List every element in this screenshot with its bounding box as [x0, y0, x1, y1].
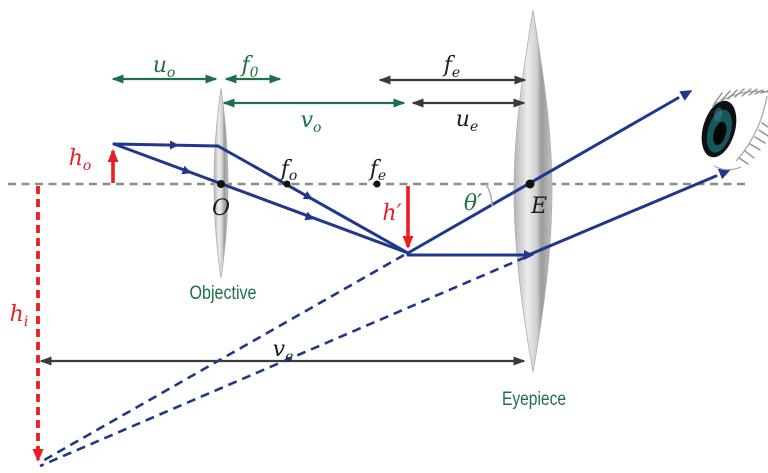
virtual-ray-through-eyepiece	[39, 255, 527, 468]
ray-through-O	[112, 142, 410, 255]
label-O: O	[212, 196, 230, 221]
label-h-prime: h′	[382, 201, 401, 226]
label-ve: ve	[273, 337, 294, 365]
ray-group	[112, 90, 732, 260]
label-vo: vo	[301, 108, 322, 136]
ray-arrowhead	[304, 211, 315, 221]
label-objective: Objective	[190, 283, 257, 304]
ray-arrowhead	[717, 168, 732, 180]
label-ue: ue	[456, 107, 478, 135]
eye-icon	[701, 88, 768, 171]
ray-arrowhead	[169, 140, 179, 150]
label-fe-axis: fe	[368, 157, 386, 184]
focal-point-fo-dot	[283, 180, 291, 188]
ray-refracted-through-fo	[216, 144, 410, 255]
label-f0: f0	[239, 53, 258, 81]
virtual-ray-through-E	[38, 253, 405, 465]
label-uo: uo	[153, 53, 176, 81]
point-E-dot	[525, 179, 535, 189]
eyepiece-lens	[513, 9, 553, 373]
ray-arrowhead	[524, 250, 534, 260]
point-O-dot	[217, 180, 225, 188]
ray-arrowhead	[302, 191, 313, 200]
label-theta-prime: θ′	[464, 191, 482, 216]
label-fo-axis: fo	[279, 157, 298, 184]
ray-parallel-to-axis	[112, 142, 220, 148]
label-ho: ho	[69, 146, 92, 174]
label-hi: hi	[10, 302, 29, 330]
eyelashes	[713, 88, 768, 165]
theta-angle-arc	[485, 183, 493, 207]
label-fe-top: fe	[442, 53, 460, 81]
label-eyepiece: Eyepiece	[502, 389, 566, 410]
label-E: E	[530, 194, 547, 219]
ray-through-E-to-eye	[406, 96, 680, 255]
ray-arrowhead	[181, 165, 192, 175]
ray-eyepiece-exit	[524, 174, 718, 258]
focal-point-fe-dot	[373, 180, 381, 188]
ray-arrowhead	[679, 90, 693, 101]
